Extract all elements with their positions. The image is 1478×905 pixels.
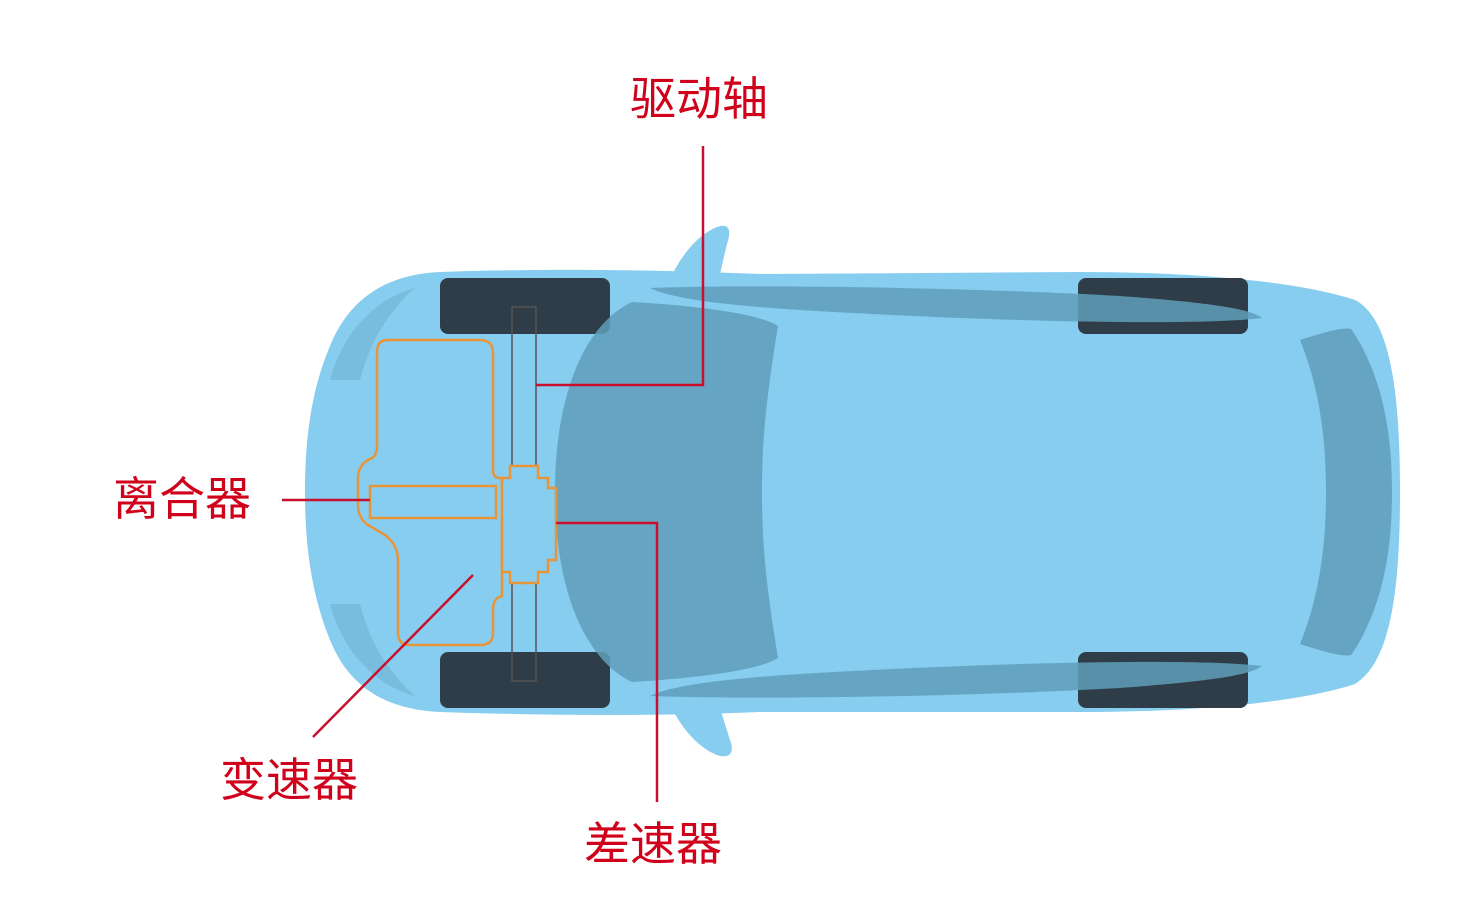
drive-shaft-label: 驱动轴 xyxy=(630,76,768,122)
differential-outline xyxy=(502,466,556,583)
windshield xyxy=(555,302,778,682)
clutch-label: 离合器 xyxy=(113,476,251,522)
clutch-outline xyxy=(370,486,496,518)
tire-front-right xyxy=(440,652,610,708)
differential-label: 差速器 xyxy=(584,821,722,867)
gearbox-label: 变速器 xyxy=(220,757,358,803)
tire-front-left xyxy=(440,278,610,334)
